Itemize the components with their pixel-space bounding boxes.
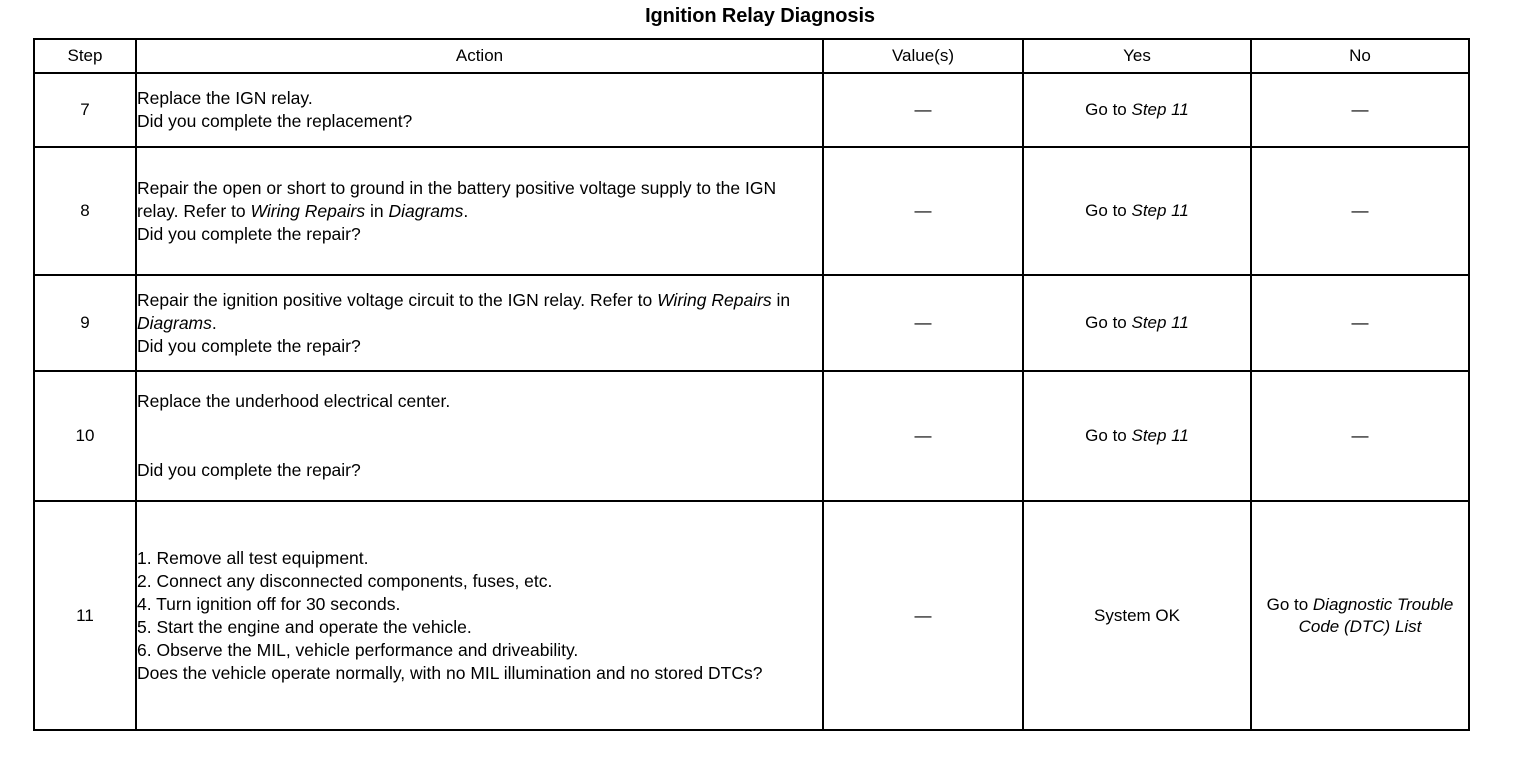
plain-text: Repair the ignition positive voltage cir… [137,289,658,310]
no-result-cell: — [1250,370,1470,502]
header-row: Step Action Value(s) Yes No [33,38,1470,74]
action-line: Replace the underhood electrical center. [137,390,822,413]
plain-text: Does the vehicle operate normally, with … [137,662,763,683]
action-cell: 1. Remove all test equipment.2. Connect … [135,500,824,731]
plain-text: Go to [1085,426,1132,445]
plain-text: Replace the underhood electrical center. [137,391,451,411]
plain-text: in [365,200,389,221]
action-line: Does the vehicle operate normally, with … [137,662,822,685]
action-line: Did you complete the repair? [137,223,822,246]
em-dash: — [914,605,932,625]
action-line: Did you complete the replacement? [137,110,822,133]
action-line: 4. Turn ignition off for 30 seconds. [137,593,822,616]
plain-text: Replace the IGN relay. [137,88,313,108]
value-cell: — [822,370,1024,502]
em-dash: — [914,313,932,332]
action-line: 1. Remove all test equipment. [137,547,822,570]
no-result-cell: — [1250,72,1470,148]
plain-text: — [1351,313,1369,332]
header-action: Action [135,38,824,74]
action-line: 2. Connect any disconnected components, … [137,570,822,593]
table-header: Step Action Value(s) Yes No [33,38,1470,74]
em-dash: — [914,426,932,445]
step-number-cell: 8 [33,146,137,276]
action-line: Repair the ignition positive voltage cir… [137,289,822,335]
plain-text: 1. Remove all test equipment. [137,547,369,568]
emphasis-text: Step 11 [1131,313,1189,332]
action-cell: Repair the open or short to ground in th… [135,146,824,276]
header-yes: Yes [1022,38,1252,74]
action-cell: Repair the ignition positive voltage cir… [135,274,824,372]
action-line: Repair the open or short to ground in th… [137,177,822,223]
plain-text: Go to [1085,201,1132,220]
emphasis-text: Step 11 [1131,100,1189,119]
plain-text: Did you complete the repair? [137,223,361,244]
header-values: Value(s) [822,38,1024,74]
plain-text: . [463,200,469,221]
action-line: 6. Observe the MIL, vehicle performance … [137,639,822,662]
action-cell: Replace the underhood electrical center.… [135,370,824,502]
header-no: No [1250,38,1470,74]
no-result-cell: — [1250,146,1470,276]
step-number-cell: 9 [33,274,137,372]
plain-text: Repair the open or short to ground in th… [137,177,777,221]
plain-text: Did you complete the repair? [137,460,361,480]
plain-text: 4. Turn ignition off for 30 seconds. [137,593,401,614]
plain-text: Go to [1085,100,1132,119]
plain-text: Go to [1266,594,1313,614]
plain-text: System OK [1094,605,1180,625]
emphasis-text: Wiring Repairs [250,200,366,221]
page-title: Ignition Relay Diagnosis [645,5,875,27]
action-line [137,436,822,459]
step-number-cell: 7 [33,72,137,148]
step-number-cell: 11 [33,500,137,731]
emphasis-text: Step 11 [1131,426,1189,445]
emphasis-text: Step 11 [1131,201,1189,220]
header-step: Step [33,38,137,74]
step-number-cell: 10 [33,370,137,502]
em-dash: — [914,100,932,119]
plain-text: — [1351,201,1369,220]
value-cell: — [822,500,1024,731]
plain-text: . [211,312,217,333]
action-line: Did you complete the repair? [137,459,822,482]
yes-result-cell: Go to Step 11 [1022,274,1252,372]
yes-result-cell: Go to Step 11 [1022,72,1252,148]
value-cell: — [822,146,1024,276]
action-line [137,413,822,436]
plain-text: — [1351,100,1369,119]
plain-text: Go to [1085,313,1132,332]
action-line: Replace the IGN relay. [137,87,822,110]
action-cell: Replace the IGN relay. Did you complete t… [135,72,824,148]
no-result-cell: Go to Diagnostic Trouble Code (DTC) List [1250,500,1470,731]
emphasis-text: Diagrams [137,312,212,333]
plain-text: Did you complete the replacement? [137,111,413,131]
plain-text: in [771,289,791,310]
yes-result-cell: Go to Step 11 [1022,370,1252,502]
plain-text: 2. Connect any disconnected components, … [137,570,553,591]
plain-text: 6. Observe the MIL, vehicle performance … [137,639,579,660]
action-line: 5. Start the engine and operate the vehi… [137,616,822,639]
em-dash: — [914,201,932,220]
plain-text: — [1351,426,1369,445]
yes-result-cell: System OK [1022,500,1252,731]
yes-result-cell: Go to Step 11 [1022,146,1252,276]
plain-text: 5. Start the engine and operate the vehi… [137,616,472,637]
value-cell: — [822,274,1024,372]
emphasis-text: Diagrams [388,200,464,221]
no-result-cell: — [1250,274,1470,372]
emphasis-text: Diagnostic Trouble Code (DTC) List [1298,594,1454,636]
plain-text: Did you complete the repair? [137,335,361,356]
emphasis-text: Wiring Repairs [657,289,772,310]
action-line: Did you complete the repair? [137,335,822,358]
value-cell: — [822,72,1024,148]
